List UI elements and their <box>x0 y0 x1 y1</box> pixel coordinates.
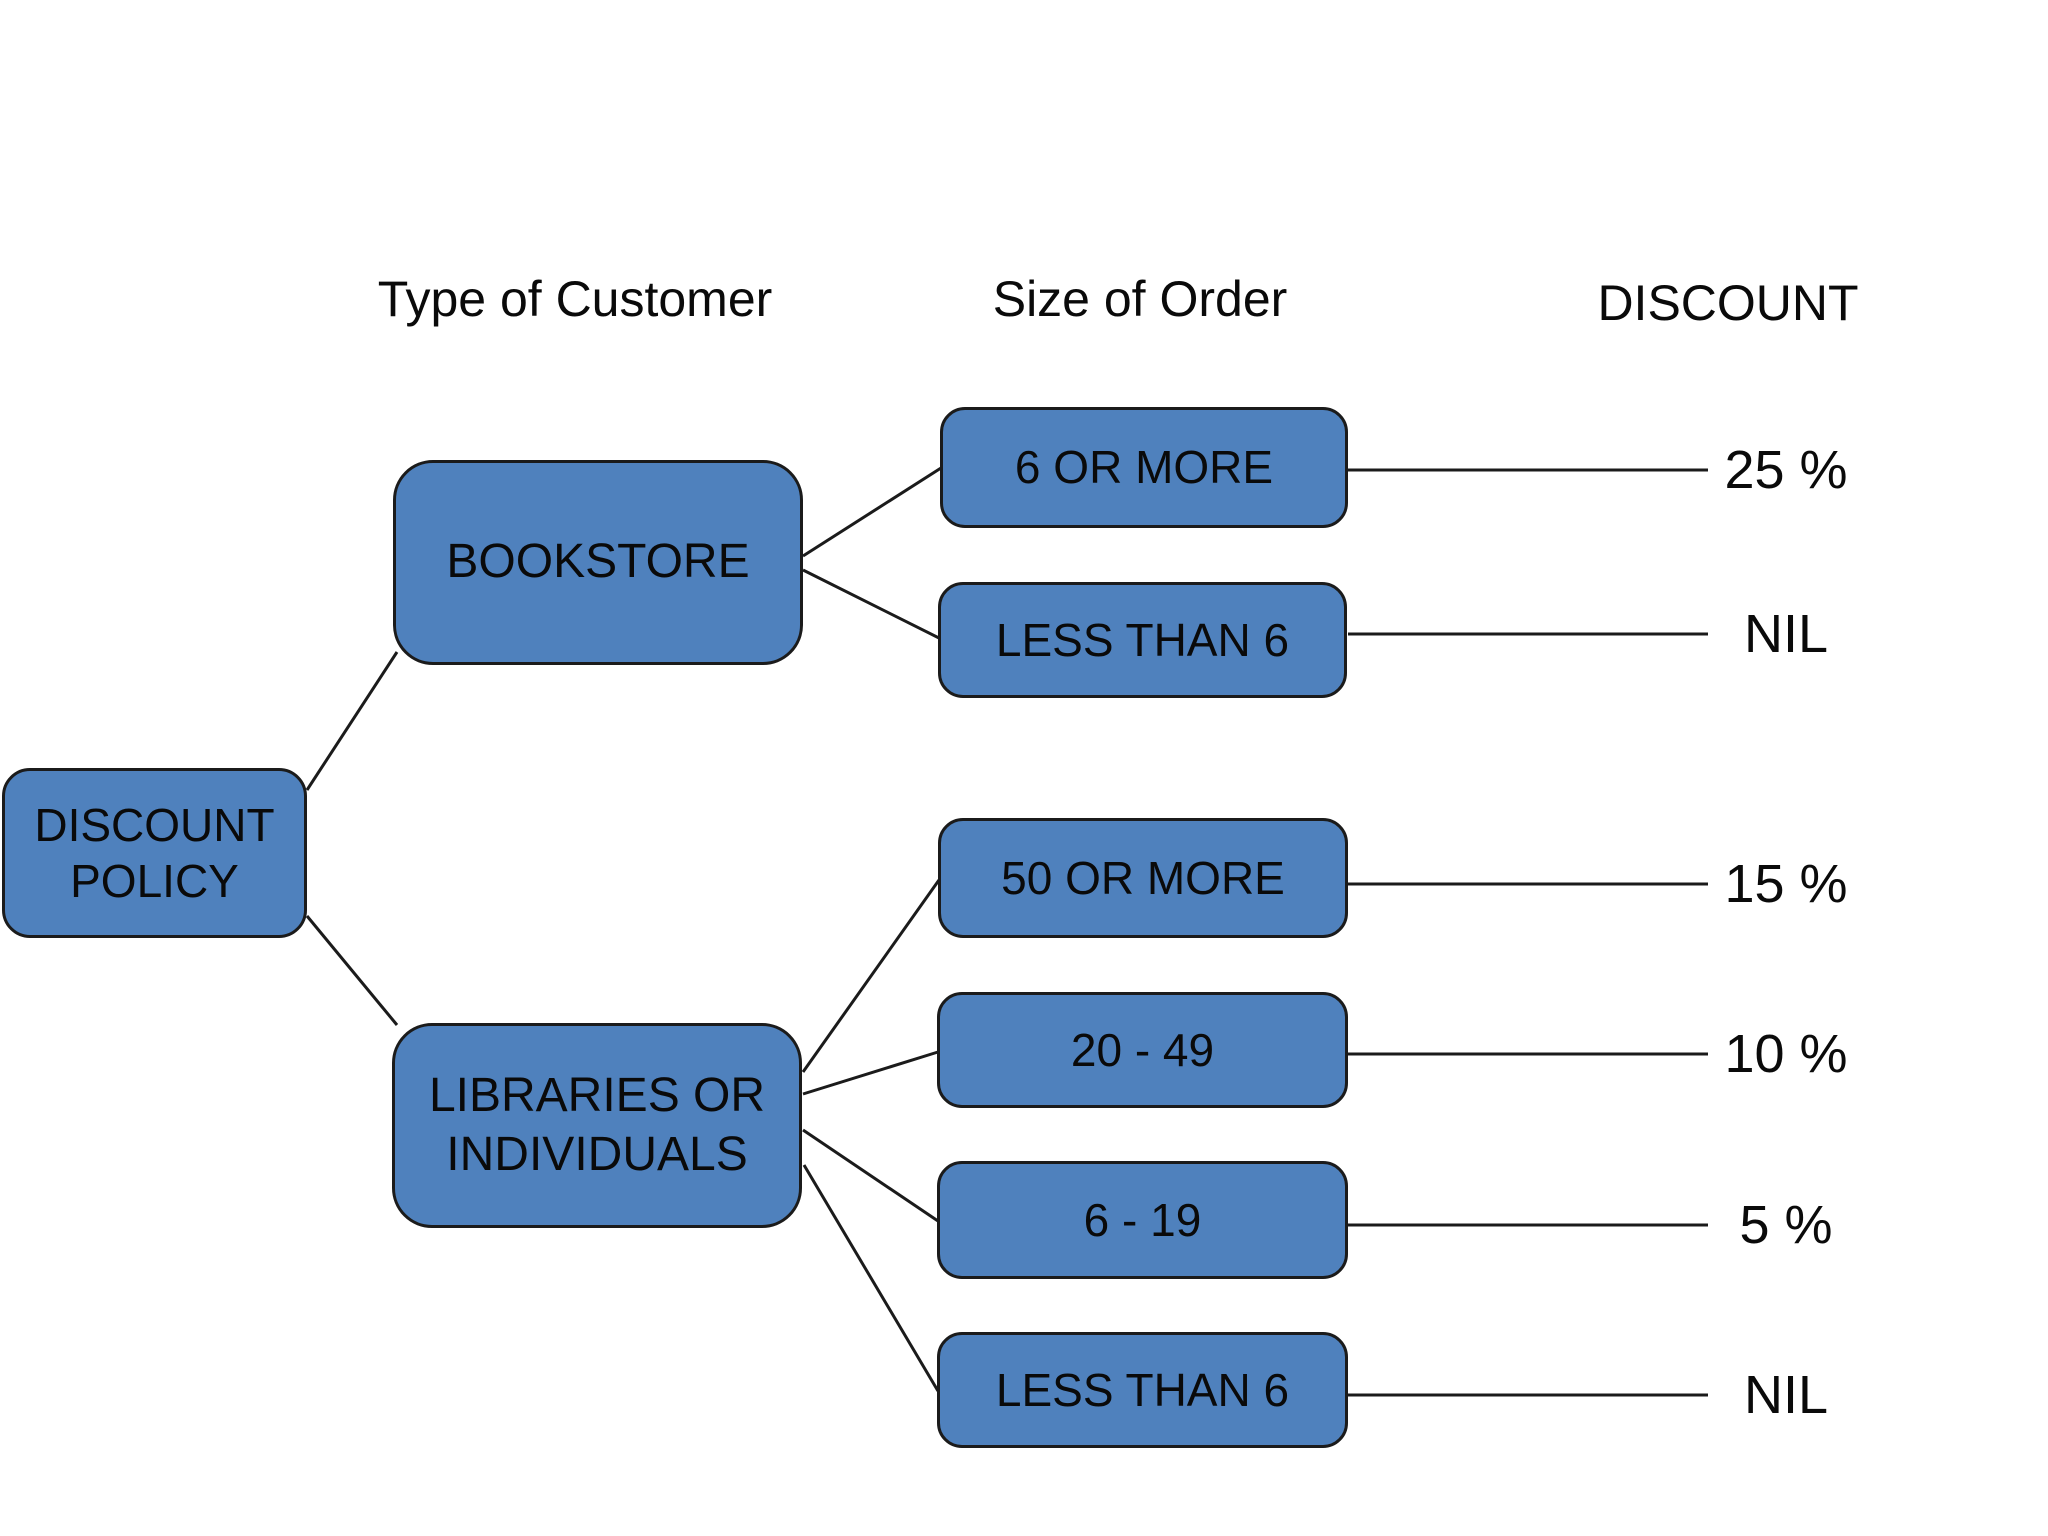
node-6-or-more-label: 6 OR MORE <box>1014 441 1274 494</box>
node-6-19: 6 - 19 <box>937 1161 1348 1279</box>
node-bookstore-label: BOOKSTORE <box>446 535 750 589</box>
connector-libraries-lessthan6 <box>802 1164 940 1392</box>
node-libraries-or-individuals-label: LIBRARIES OR INDIVIDUALS <box>428 1068 766 1181</box>
connector-root-libraries <box>305 915 399 1026</box>
header-size-of-order: Size of Order <box>992 271 1288 327</box>
discount-value-6-19: 5 % <box>1739 1195 1833 1255</box>
node-6-19-label: 6 - 19 <box>1083 1193 1202 1246</box>
node-discount-policy-label: DISCOUNT POLICY <box>34 798 275 907</box>
header-discount: DISCOUNT <box>1597 275 1859 331</box>
discount-value-6-or-more: 25 % <box>1724 440 1848 500</box>
connector-libraries-50ormore <box>801 879 941 1073</box>
node-less-than-6-bookstore-label: LESS THAN 6 <box>995 613 1290 666</box>
connector-bookstore-lessthan6 <box>802 568 940 640</box>
discount-value-50-or-more: 15 % <box>1724 854 1848 914</box>
discount-value-20-49: 10 % <box>1724 1024 1848 1084</box>
connector-libraries-20-49 <box>802 1050 939 1096</box>
node-less-than-6-libraries-label: LESS THAN 6 <box>995 1363 1290 1416</box>
discount-value-less-than-6-libraries: NIL <box>1743 1365 1829 1425</box>
connector-root-bookstore <box>305 651 399 791</box>
node-less-than-6-bookstore: LESS THAN 6 <box>938 582 1347 698</box>
discount-value-less-than-6-bookstore: NIL <box>1743 604 1829 664</box>
node-6-or-more: 6 OR MORE <box>940 407 1348 528</box>
node-20-49: 20 - 49 <box>937 992 1348 1108</box>
node-50-or-more-label: 50 OR MORE <box>1001 851 1285 904</box>
node-discount-policy: DISCOUNT POLICY <box>2 768 307 938</box>
node-50-or-more: 50 OR MORE <box>938 818 1348 938</box>
node-libraries-or-individuals: LIBRARIES OR INDIVIDUALS <box>392 1023 802 1228</box>
node-less-than-6-libraries: LESS THAN 6 <box>937 1332 1348 1448</box>
connector-bookstore-6ormore <box>802 466 942 558</box>
node-20-49-label: 20 - 49 <box>1070 1023 1215 1076</box>
node-bookstore: BOOKSTORE <box>393 460 803 665</box>
connector-libraries-6-19 <box>802 1128 939 1223</box>
header-type-of-customer: Type of Customer <box>377 271 773 327</box>
